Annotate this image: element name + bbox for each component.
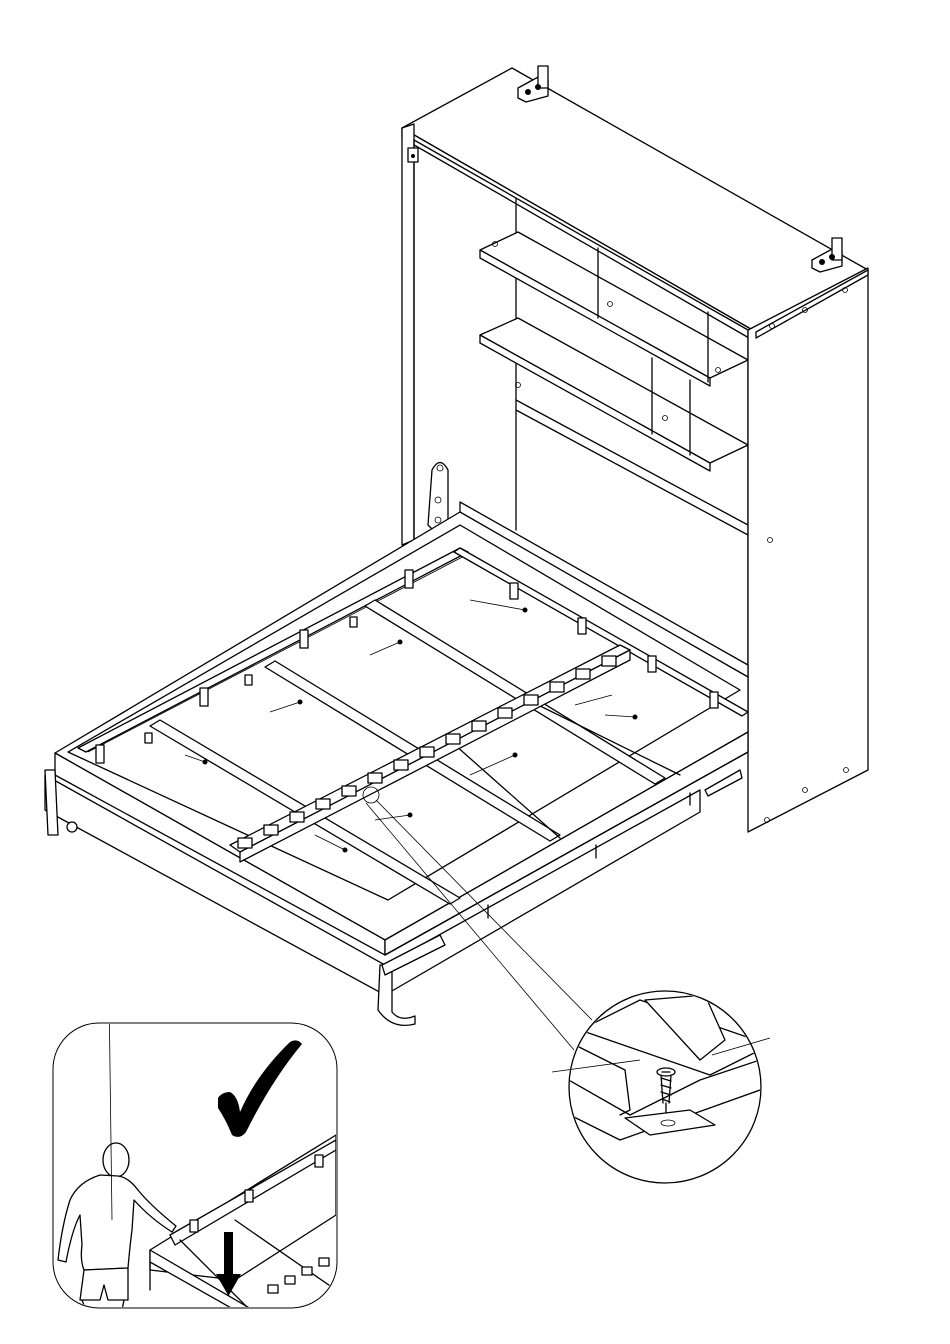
bed-frame (45, 502, 748, 1025)
person-figure (58, 0, 176, 1310)
top-hinge-left (408, 148, 418, 162)
checkmark-icon (218, 1040, 302, 1137)
